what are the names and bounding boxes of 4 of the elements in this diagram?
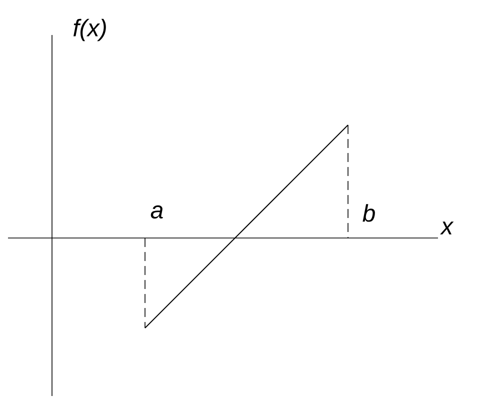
axis-label: x	[440, 222, 454, 234]
axis-label: f(x)	[74, 18, 106, 42]
axis-label: a	[150, 205, 163, 219]
axis-label: b	[362, 204, 375, 222]
